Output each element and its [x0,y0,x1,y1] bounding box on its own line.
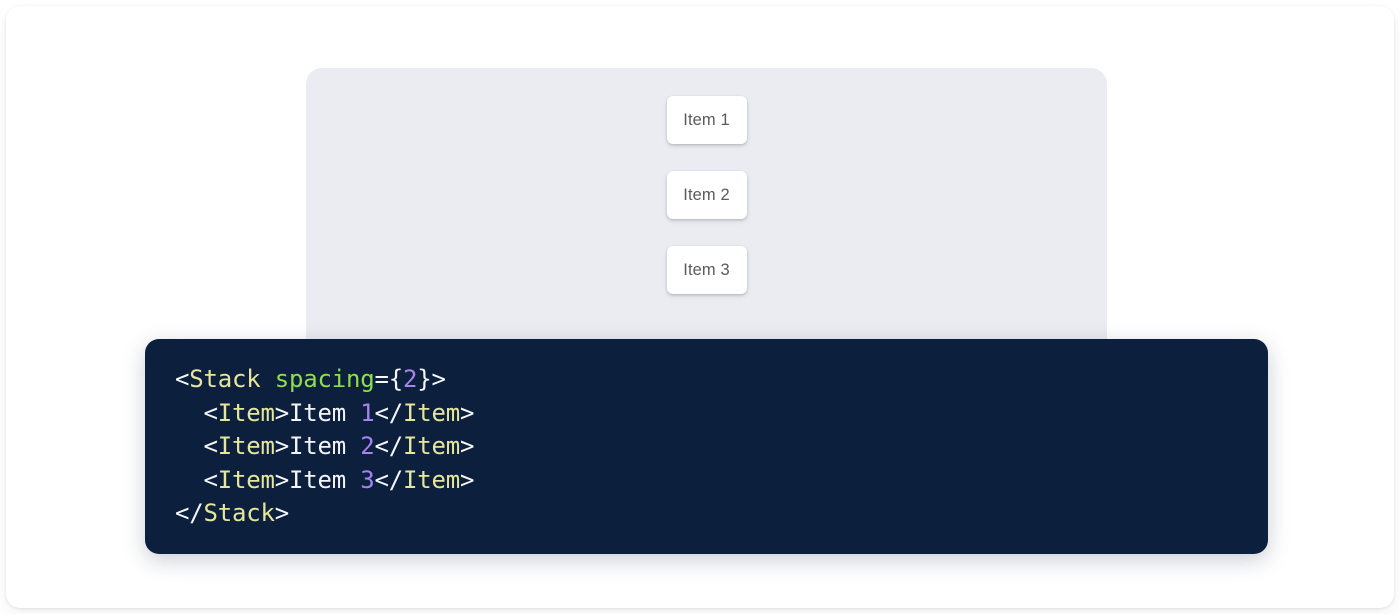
code-line: <Item>Item 2</Item> [175,430,1268,464]
code-token-punct: > [274,499,289,527]
code-line: <Stack spacing={2}> [175,363,1268,397]
code-token-punct: </ [374,398,404,427]
stack-container: Item 1 Item 2 Item 3 [306,68,1107,294]
code-token-tag: Stack [189,365,261,393]
stack-item[interactable]: Item 3 [666,246,747,294]
code-token-num: 2 [360,432,375,460]
code-token-punct: > [460,465,475,494]
stack-item-label: Item 3 [683,260,730,279]
code-block[interactable]: <Stack spacing={2}> <Item>Item 1</Item> … [145,339,1268,554]
code-token-tag: Item [403,398,460,427]
code-line: </Stack> [175,497,1268,531]
code-token-punct: < [175,365,190,393]
code-token-tag: Stack [203,499,275,527]
stack-item-label: Item 2 [683,185,730,204]
code-token-punct: </ [374,432,404,460]
code-token-punct: > [460,398,475,427]
code-token-punct: </ [175,499,204,527]
code-token-text: Item [289,465,361,494]
code-token-punct: < [175,465,218,494]
code-token-punct: > [460,432,475,460]
code-snippet[interactable]: <Stack spacing={2}> <Item>Item 1</Item> … [175,363,1268,531]
code-token-punct: > [274,398,289,427]
code-token-punct: > [274,465,289,494]
code-token-tag: Item [403,465,460,494]
code-line: <Item>Item 3</Item> [175,464,1268,498]
code-token-num: 2 [403,365,418,393]
code-token-num: 3 [360,465,375,494]
stack-item[interactable]: Item 2 [666,171,747,219]
code-token-punct: ={ [374,365,404,393]
code-token-punct: > [274,432,289,460]
code-token-tag: Item [217,432,275,460]
stack-preview-panel: Item 1 Item 2 Item 3 [306,68,1107,358]
code-token-punct [261,365,275,393]
code-line: <Item>Item 1</Item> [175,397,1268,431]
code-token-text: Item [289,398,361,427]
code-token-punct: </ [374,465,404,494]
code-token-punct: < [175,398,218,427]
stack-item[interactable]: Item 1 [666,96,747,144]
code-token-num: 1 [360,398,375,427]
code-token-punct: < [175,432,218,460]
code-token-text: Item [289,432,361,460]
code-token-attr: spacing [274,365,375,393]
code-token-punct: }> [417,365,446,393]
code-token-tag: Item [217,398,275,427]
stack-item-label: Item 1 [683,110,730,129]
code-token-tag: Item [217,465,275,494]
code-token-tag: Item [403,432,460,460]
